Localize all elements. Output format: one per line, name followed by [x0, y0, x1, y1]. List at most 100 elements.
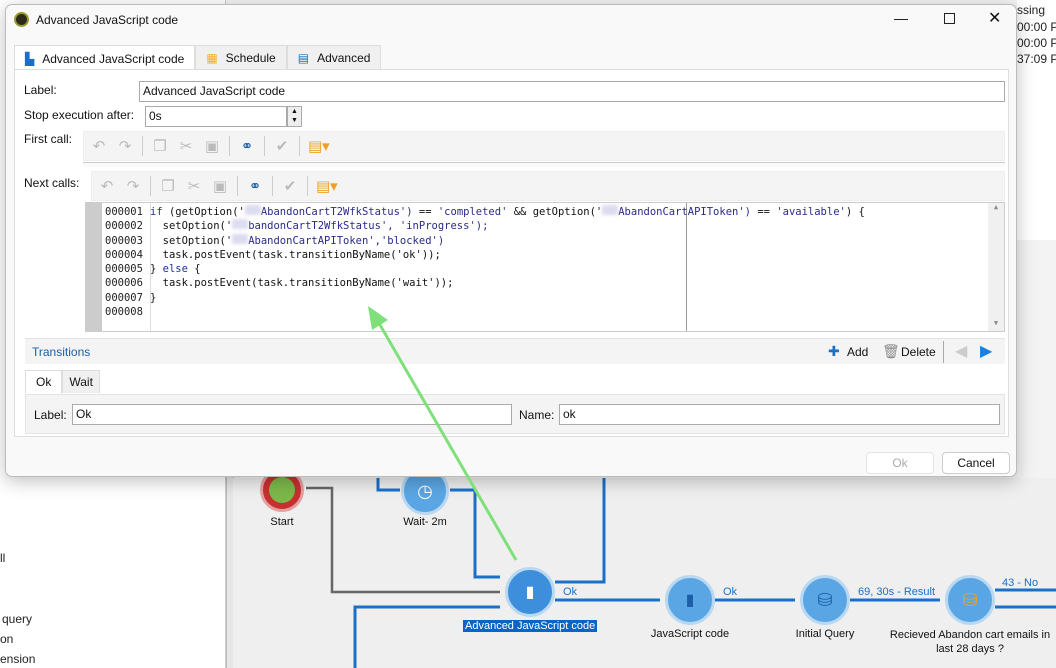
- js-node[interactable]: ▮: [665, 575, 715, 625]
- cancel-button[interactable]: Cancel: [942, 452, 1010, 474]
- tab-label: Advanced: [317, 51, 371, 65]
- clock-icon: ◷: [417, 480, 433, 501]
- insert-field-icon[interactable]: ▤▾: [308, 138, 330, 155]
- label-caption: Label:: [24, 83, 57, 97]
- tab-label: Advanced JavaScript code: [42, 51, 185, 66]
- explorer-item[interactable]: query: [2, 612, 33, 626]
- transition-tab-ok[interactable]: Ok: [25, 370, 63, 393]
- line-number: 000001: [105, 206, 143, 218]
- log-text: 37:09 PM: [1017, 52, 1056, 66]
- check-icon[interactable]: ✔: [275, 138, 289, 155]
- maximize-button[interactable]: [944, 13, 955, 24]
- workflow-canvas[interactable]: [233, 478, 1056, 668]
- clipboard-icon: ▤: [297, 51, 310, 65]
- first-call-toolbar: ↶ ↷ ❐ ✂ ▣ ⚭ ✔ ▤▾: [83, 131, 1005, 161]
- transition-name-input[interactable]: ok: [559, 404, 1000, 425]
- delete-transition-button[interactable]: Delete: [901, 345, 936, 359]
- app-icon: [14, 12, 29, 27]
- paste-icon[interactable]: ▣: [212, 178, 228, 195]
- minimize-button[interactable]: —: [894, 10, 908, 26]
- binoculars-icon[interactable]: ⚭: [240, 138, 254, 155]
- split-node[interactable]: ⛁: [945, 575, 995, 625]
- add-transition-button[interactable]: Add: [847, 345, 869, 359]
- initial-query-node[interactable]: ⛁: [800, 575, 850, 625]
- arrow-right-icon[interactable]: ▶: [980, 343, 993, 360]
- editor-scrollbar[interactable]: ▲▼: [988, 203, 1004, 331]
- code-token: AbandonCartAPIToken','blocked'): [248, 234, 445, 247]
- undo-icon[interactable]: ↶: [92, 138, 106, 155]
- explorer-item[interactable]: ension: [0, 652, 36, 666]
- tab-schedule[interactable]: ▦Schedule: [195, 45, 287, 70]
- explorer-item[interactable]: ll: [0, 551, 6, 565]
- calendar-icon: ▦: [206, 51, 218, 65]
- code-token: AbandonCartAPIToken'): [618, 206, 751, 218]
- edge-start: [306, 486, 500, 594]
- code-line: 000002 setOption('bandonCartT2WfkStatus'…: [102, 219, 982, 233]
- add-transition-icon: ✚: [828, 343, 840, 359]
- node-label: Wait- 2m: [403, 516, 447, 528]
- explorer-item[interactable]: on: [0, 632, 14, 646]
- node-label: Recieved Abandon cart emails in last 28 …: [889, 629, 1051, 655]
- code-token: ==: [751, 206, 777, 218]
- redo-icon[interactable]: ↷: [118, 138, 132, 155]
- insert-field-icon[interactable]: ▤▾: [316, 178, 338, 195]
- node-label-selected: Advanced JavaScript code: [463, 620, 598, 632]
- code-line: 000007}: [102, 291, 982, 305]
- edge-label: Ok: [563, 586, 578, 598]
- node-label: JavaScript code: [650, 628, 730, 640]
- cut-icon[interactable]: ✂: [187, 178, 201, 195]
- dialog-title: Advanced JavaScript code: [36, 13, 179, 27]
- redo-icon[interactable]: ↷: [126, 178, 140, 195]
- close-button[interactable]: ✕: [988, 10, 1002, 27]
- edge-label: 43 - No: [1002, 577, 1039, 589]
- line-number: 000007: [105, 291, 143, 304]
- line-number: 000006: [105, 277, 143, 290]
- line-number: 000008: [105, 306, 143, 319]
- edge-loop: [555, 478, 606, 584]
- ok-button[interactable]: Ok: [866, 452, 934, 474]
- transition-label-input[interactable]: Ok: [72, 404, 512, 425]
- stop-caption: Stop execution after:: [24, 108, 135, 122]
- stop-execution-spinner[interactable]: ▲▼: [287, 106, 302, 127]
- stop-icon: [269, 477, 295, 503]
- binoculars-icon[interactable]: ⚭: [248, 178, 262, 195]
- transition-tab-wait[interactable]: Wait: [62, 370, 100, 393]
- code-line: 000006 task.postEvent(task.transitionByN…: [102, 276, 982, 290]
- first-call-caption: First call:: [24, 132, 72, 146]
- tab-advanced-js[interactable]: ▙Advanced JavaScript code: [14, 45, 196, 71]
- edge-wait-out: [450, 488, 500, 579]
- label-input[interactable]: Advanced JavaScript code: [139, 81, 1005, 102]
- undo-icon[interactable]: ↶: [100, 178, 114, 195]
- edge-label: Ok: [723, 586, 738, 598]
- paste-icon[interactable]: ▣: [204, 138, 220, 155]
- database-icon: ⛁: [817, 589, 833, 610]
- code-token: setOption(': [150, 220, 233, 233]
- line-number: 000004: [105, 248, 143, 261]
- transitions-bar: Transitions ✚ Add 🗑 Delete ◀ ▶: [25, 338, 1005, 364]
- code-line: 000008: [102, 305, 982, 319]
- code-token: {: [187, 263, 201, 276]
- tab-label: Wait: [69, 375, 93, 389]
- stop-execution-input[interactable]: 0s: [145, 106, 287, 127]
- first-call-editor[interactable]: [83, 162, 1005, 167]
- copy-icon[interactable]: ❐: [161, 178, 175, 195]
- advanced-js-node[interactable]: ▮: [505, 567, 555, 617]
- tab-advanced[interactable]: ▤ Advanced: [286, 45, 382, 70]
- edge-bottom: [353, 605, 500, 668]
- transition-name-caption: Name:: [519, 408, 555, 422]
- next-calls-caption: Next calls:: [24, 176, 80, 190]
- arrow-left-icon[interactable]: ◀: [955, 343, 968, 360]
- code-token: (getOption(': [162, 206, 245, 218]
- log-text: ssing: [1017, 3, 1046, 17]
- copy-icon[interactable]: ❐: [153, 138, 167, 155]
- code-line: 000005} else {: [102, 262, 982, 276]
- title-bar[interactable]: Advanced JavaScript code — ✕: [6, 5, 1016, 35]
- cut-icon[interactable]: ✂: [179, 138, 193, 155]
- check-icon[interactable]: ✔: [283, 178, 297, 195]
- print-margin: [686, 203, 687, 331]
- transition-form: Label: Ok Name: ok: [25, 394, 1005, 434]
- line-number: 000005: [105, 263, 143, 276]
